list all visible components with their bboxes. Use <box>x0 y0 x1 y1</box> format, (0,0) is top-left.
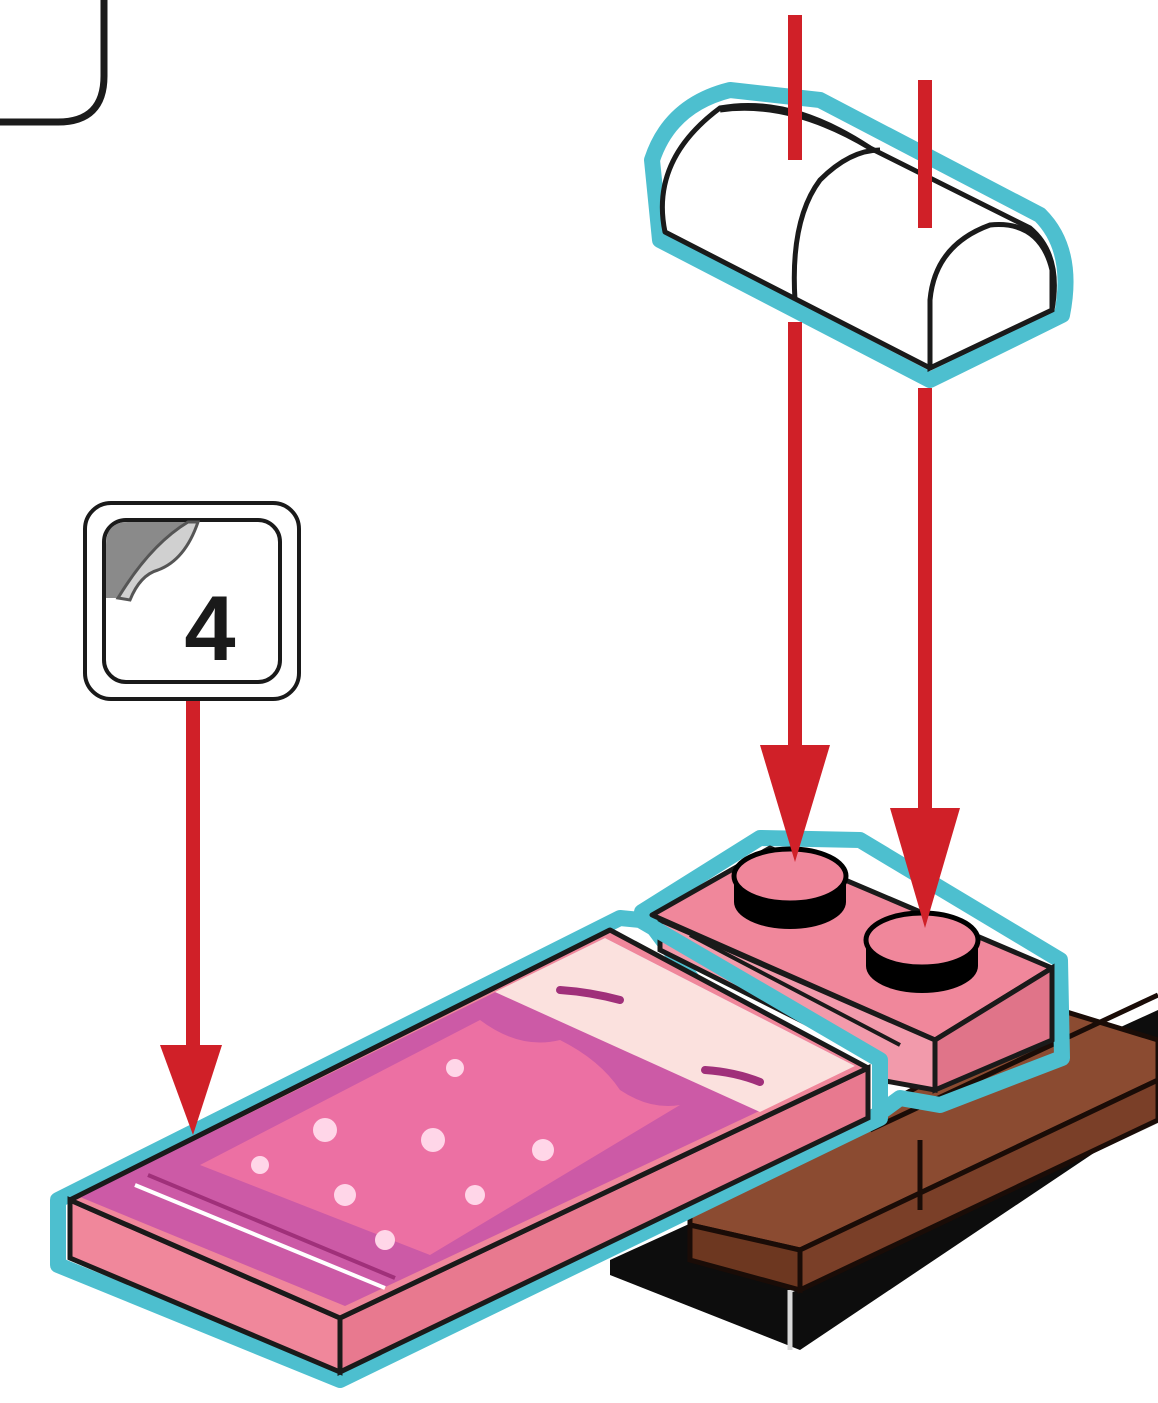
stud-left <box>734 849 846 929</box>
white-curved-slope-brick <box>652 90 1066 380</box>
sticker-number: 4 <box>184 578 235 680</box>
previous-step-frame <box>0 0 104 122</box>
stud-right <box>866 913 978 993</box>
sticker-callout: 4 <box>85 503 299 699</box>
